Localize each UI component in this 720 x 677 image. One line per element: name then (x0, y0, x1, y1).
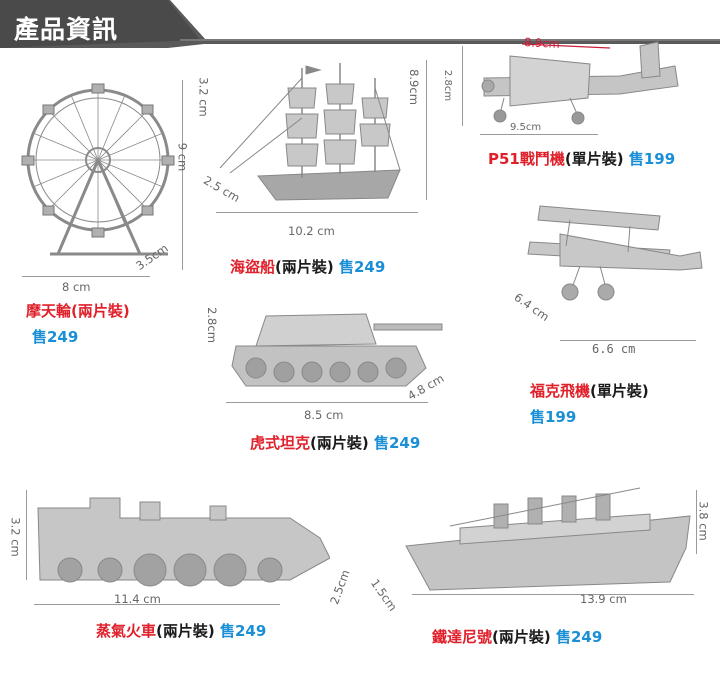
fokker-image (527, 205, 703, 301)
fokker-pieces: (單片裝) (590, 382, 649, 400)
fokker-price: 售199 (530, 408, 577, 426)
ferris-width-line (22, 276, 150, 277)
tiger-tank-image (231, 313, 443, 387)
fokker-name: 福克飛機 (530, 382, 591, 400)
pirate-ship-name: 海盜船 (230, 258, 276, 276)
train-height-label: 3.2 cm (8, 517, 23, 557)
header-banner-shape (0, 0, 720, 48)
ferris-height-label: 9 cm (175, 142, 190, 172)
titanic-width-label: 1.5cm (367, 576, 400, 614)
tank-length-line (226, 402, 428, 403)
titanic-length-line (412, 594, 694, 595)
locomotive-caption: 蒸氣火車(兩片裝) 售249 (96, 620, 266, 641)
locomotive-image (37, 497, 330, 587)
tiger-tank-caption: 虎式坦克(兩片裝) 售249 (250, 432, 420, 453)
train-length-line (34, 604, 280, 605)
p51-height-line (462, 46, 463, 126)
p51-image (481, 41, 679, 125)
p51-wingspan-label: 8.9cm (523, 35, 561, 51)
pirate-ship-caption: 海盜船(兩片裝) 售249 (230, 256, 385, 277)
ship-height-label: 8.9cm (406, 69, 421, 105)
train-length-label: 11.4 cm (114, 592, 161, 606)
ferris-wheel-name: 摩天輪 (26, 302, 72, 320)
locomotive-pieces: (兩片裝) (156, 622, 215, 640)
p51-pieces: (單片裝) (564, 150, 624, 168)
tiger-tank-price: 售249 (373, 434, 421, 452)
ship-length-line (216, 212, 418, 213)
p51-price: 售199 (628, 150, 676, 168)
p51-height-label: 2.8cm (442, 69, 454, 102)
train-width-label: 2.5cm (327, 567, 353, 607)
ship-height-line (426, 60, 427, 200)
ferris-wheel-image (21, 83, 175, 256)
ship-mast-label: 3.2 cm (196, 77, 211, 117)
ship-length-label: 10.2 cm (288, 224, 335, 238)
train-height-line (26, 490, 27, 580)
page-title: 產品資訊 (14, 15, 119, 44)
tiger-tank-pieces: (兩片裝) (310, 434, 369, 452)
pirate-ship-pieces: (兩片裝) (275, 258, 334, 276)
ferris-wheel-pieces: (兩片裝) (71, 302, 130, 320)
fokker-wingspan-line (560, 340, 696, 341)
ferris-height-line (182, 80, 183, 270)
p51-length-label: 9.5cm (510, 122, 542, 133)
tiger-tank-name: 虎式坦克 (250, 434, 311, 452)
fokker-caption: 福克飛機(單片裝) (530, 380, 649, 401)
titanic-name: 鐵達尼號 (432, 628, 493, 646)
pirate-ship-price: 售249 (338, 258, 386, 276)
tank-length-label: 8.5 cm (304, 408, 344, 422)
tank-height-label: 2.8cm (204, 307, 219, 343)
titanic-image (405, 487, 691, 591)
ferris-wheel-caption: 摩天輪(兩片裝) (26, 300, 130, 321)
titanic-height-line (696, 490, 697, 554)
ferris-width-label: 8 cm (62, 280, 91, 294)
p51-name: P51戰鬥機 (488, 150, 565, 168)
titanic-length-label: 13.9 cm (580, 592, 627, 606)
locomotive-name: 蒸氣火車 (96, 622, 157, 640)
ferris-wheel-price: 售249 (32, 328, 79, 346)
fokker-wingspan-label: 6.6 cm (592, 342, 636, 356)
header-banner: 產品資訊 (0, 0, 720, 52)
locomotive-price: 售249 (219, 622, 267, 640)
p51-length-line (480, 134, 598, 135)
titanic-height-label: 3.8 cm (696, 501, 711, 541)
titanic-pieces: (兩片裝) (492, 628, 551, 646)
titanic-price: 售249 (555, 628, 603, 646)
titanic-caption: 鐵達尼號(兩片裝) 售249 (432, 626, 602, 647)
p51-caption: P51戰鬥機(單片裝) 售199 (488, 148, 675, 169)
pirate-ship-image (219, 63, 401, 201)
